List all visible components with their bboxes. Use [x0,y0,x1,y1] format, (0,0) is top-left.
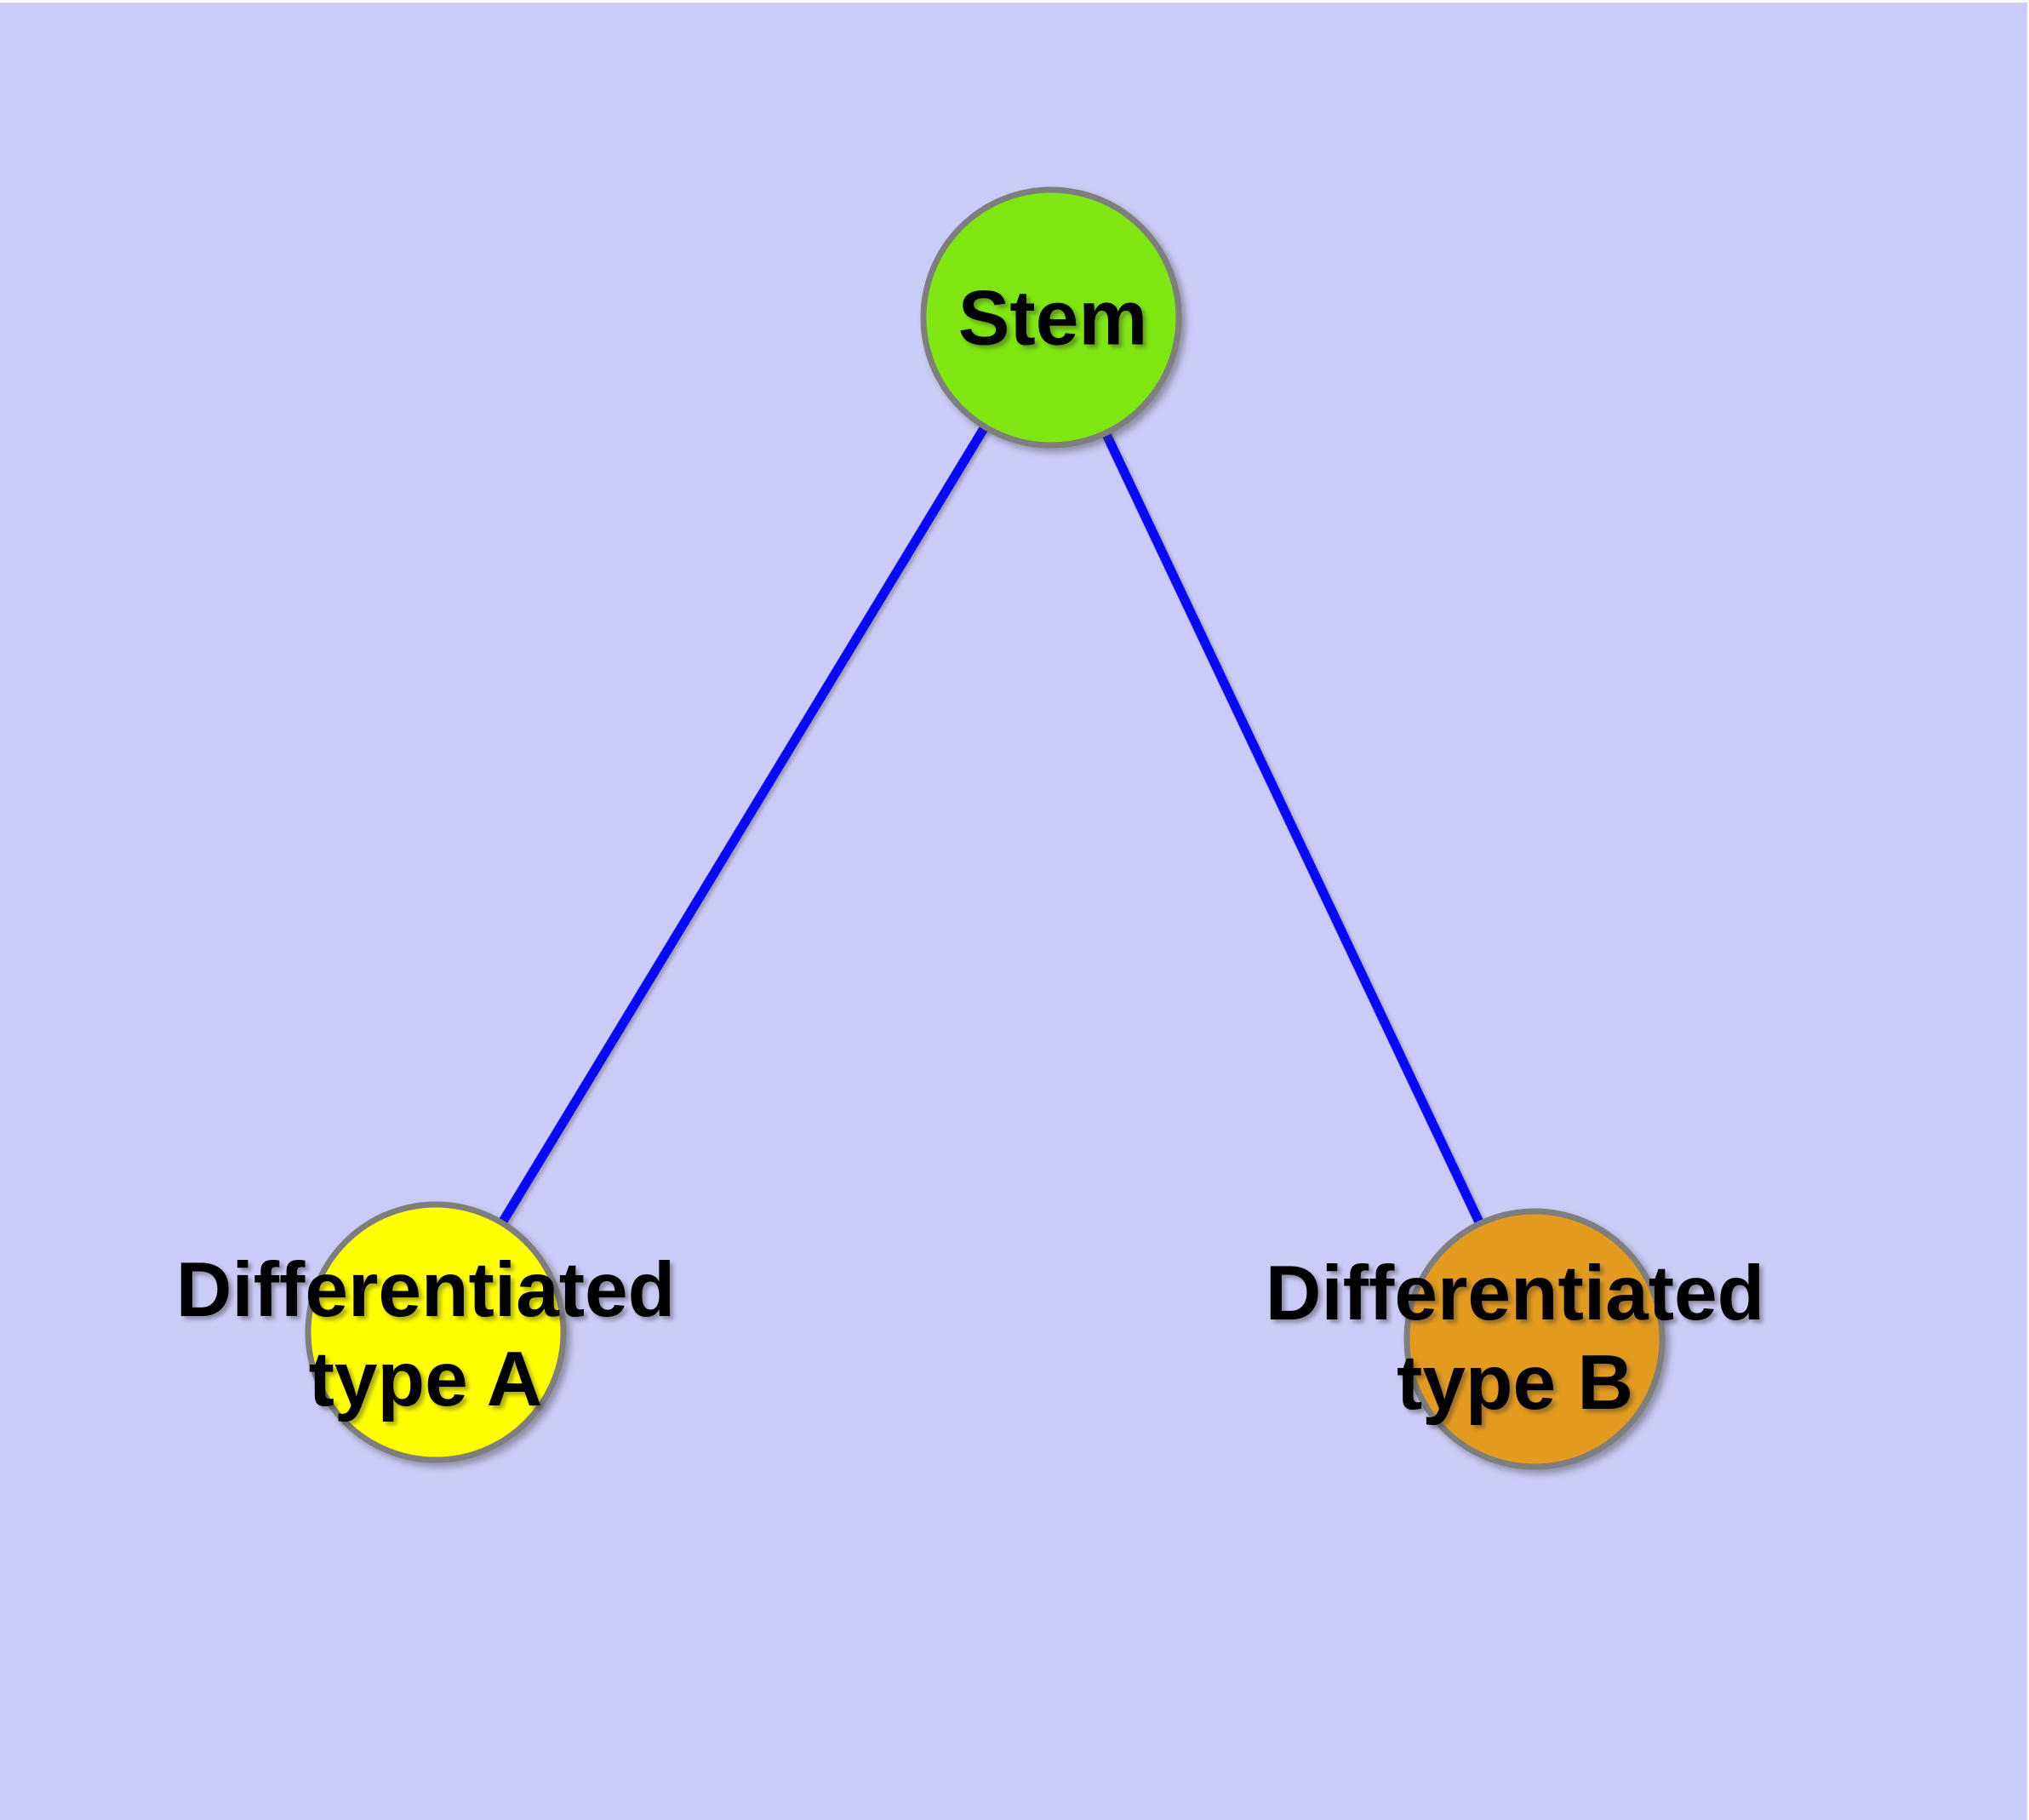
node-type-b [1403,1208,1666,1470]
node-stem [920,186,1182,449]
node-type-a-label: Differentiated type A [176,1245,676,1424]
node-type-b-label: Differentiated type B [1266,1249,1765,1428]
node-type-b-label-line1: Differentiated [1265,1251,1765,1336]
node-type-a-label-line1: Differentiated [175,1247,676,1333]
node-type-b-label-line2: type B [1396,1340,1634,1426]
node-type-a [305,1201,567,1463]
edge-stem-to-type-b [1047,315,1539,1342]
edge-stem-to-type-a [432,315,1055,1335]
node-type-a-label-line2: type A [308,1336,543,1422]
node-stem-label: Stem [957,275,1148,362]
